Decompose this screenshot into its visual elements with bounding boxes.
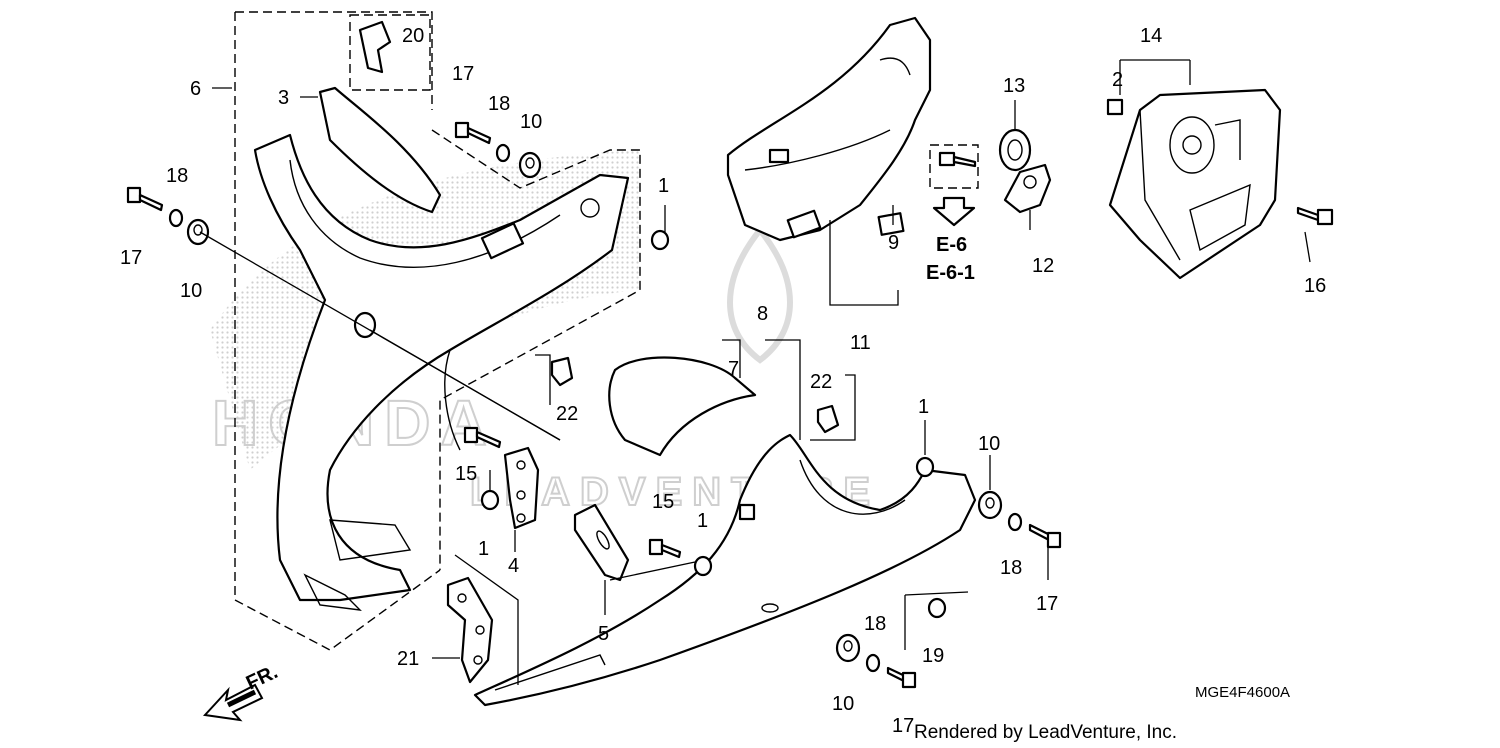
part-12-stay[interactable] <box>1003 163 1052 214</box>
callout-19: 19 <box>922 645 944 667</box>
callout-11: 11 <box>850 332 871 354</box>
nut-1b-icon[interactable] <box>480 489 500 511</box>
part-9-cushion[interactable] <box>877 212 905 236</box>
callout-17c: 17 <box>1036 593 1058 615</box>
part-4-bracket[interactable] <box>503 446 540 530</box>
callout-10c: 10 <box>978 433 1000 455</box>
part-22-clip-left[interactable] <box>550 356 574 387</box>
part-22-clip-right[interactable] <box>816 404 840 434</box>
group-outlines <box>234 11 979 651</box>
callout-7: 7 <box>728 358 739 380</box>
grommet-center-icon[interactable] <box>353 311 377 339</box>
callout-16: 16 <box>1304 275 1326 297</box>
callout-18c: 18 <box>1000 557 1022 579</box>
callout-17d: 17 <box>892 715 914 737</box>
callout-14: 14 <box>1140 25 1162 47</box>
fasteners <box>126 121 1062 689</box>
bolt-17d-icon[interactable] <box>886 666 917 689</box>
reference-e6: E-6 <box>936 234 967 256</box>
diagram-code: MGE4F4600A <box>1195 684 1290 701</box>
nut-19-icon[interactable] <box>927 597 947 619</box>
washer-18d-icon[interactable] <box>865 653 881 673</box>
callout-18b: 18 <box>488 93 510 115</box>
nut-1c-icon[interactable] <box>693 555 713 577</box>
bolt-15b-icon[interactable] <box>648 538 682 559</box>
collar-10b-icon[interactable] <box>518 151 542 179</box>
part-14-guard-assembly[interactable] <box>1108 88 1282 280</box>
callout-15a: 15 <box>455 463 477 485</box>
bolt-17b-icon[interactable] <box>454 121 492 145</box>
part-5-bracket[interactable] <box>573 503 630 582</box>
part-13-grommet[interactable] <box>998 128 1032 172</box>
callout-3: 3 <box>278 87 289 109</box>
callout-labels: 6 3 20 17 18 10 17 18 10 1 22 15 1 4 15 … <box>120 25 1326 737</box>
nut-1a-icon[interactable] <box>650 229 670 251</box>
washer-18b-icon[interactable] <box>495 143 511 163</box>
callout-5: 5 <box>598 623 609 645</box>
washer-18a-icon[interactable] <box>168 208 184 228</box>
callout-10d: 10 <box>832 693 854 715</box>
screw-ref-e6[interactable] <box>938 151 977 168</box>
nut-1d-icon[interactable] <box>915 456 935 478</box>
callout-1a: 1 <box>658 175 669 197</box>
part-6-lower-cowl[interactable] <box>253 133 630 611</box>
callout-8: 8 <box>757 303 768 325</box>
callout-10a: 10 <box>180 280 202 302</box>
part-8-under-cowl[interactable] <box>473 433 977 707</box>
callout-4: 4 <box>508 555 519 577</box>
callout-18a: 18 <box>166 165 188 187</box>
bolt-15a-icon[interactable] <box>463 426 502 449</box>
part-20-patch[interactable] <box>358 20 392 74</box>
collar-10a-icon[interactable] <box>186 218 210 246</box>
callout-22a: 22 <box>556 403 578 425</box>
callout-6: 6 <box>190 78 201 100</box>
front-direction-indicator: FR. <box>202 661 281 722</box>
part-16-bolt[interactable] <box>1296 206 1334 226</box>
callout-22b: 22 <box>810 371 832 393</box>
callout-1d: 1 <box>918 396 929 418</box>
part-7-cover-piece[interactable] <box>608 356 757 457</box>
callout-18d: 18 <box>864 613 886 635</box>
collar-10c-icon[interactable] <box>977 490 1003 520</box>
part-11-side-panel[interactable] <box>726 16 932 242</box>
callout-17b: 17 <box>452 63 474 85</box>
part-2-bolt[interactable] <box>1106 98 1124 116</box>
reference-e6-1: E-6-1 <box>926 262 975 284</box>
bolt-17a-icon[interactable] <box>126 186 164 212</box>
callout-2: 2 <box>1112 69 1123 91</box>
callout-1b: 1 <box>478 538 489 560</box>
render-credit: Rendered by LeadVenture, Inc. <box>914 722 1177 743</box>
callout-17a: 17 <box>120 247 142 269</box>
part-3-inner-cover[interactable] <box>318 86 442 214</box>
callout-13: 13 <box>1003 75 1025 97</box>
reference-arrow-icon <box>932 196 976 227</box>
callout-1c: 1 <box>697 510 708 532</box>
leader-lines <box>199 59 1311 685</box>
callout-12: 12 <box>1032 255 1054 277</box>
callout-9: 9 <box>888 232 899 254</box>
callout-10b: 10 <box>520 111 542 133</box>
part-21-stay[interactable] <box>446 576 494 684</box>
callout-20: 20 <box>402 25 424 47</box>
collar-10d-icon[interactable] <box>835 633 861 663</box>
watermark-flame-icon <box>727 225 793 364</box>
callout-21: 21 <box>397 648 419 670</box>
washer-18c-icon[interactable] <box>1007 512 1023 532</box>
callout-15b: 15 <box>652 491 674 513</box>
bolt-17c-icon[interactable] <box>1028 523 1062 549</box>
